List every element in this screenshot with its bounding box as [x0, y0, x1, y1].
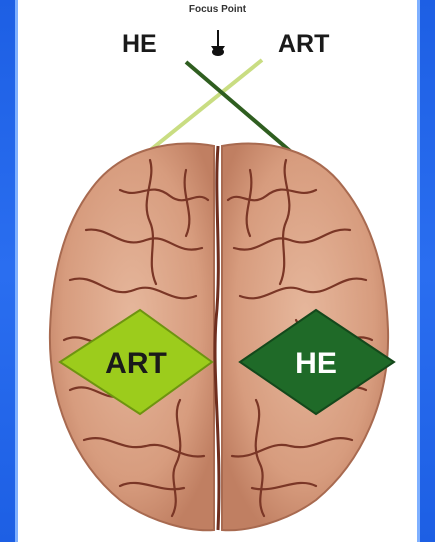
left-diamond-label: ART — [105, 347, 167, 380]
central-fissure — [215, 146, 219, 530]
arrow-down-icon — [211, 30, 225, 56]
right-diamond-label: HE — [295, 347, 337, 380]
